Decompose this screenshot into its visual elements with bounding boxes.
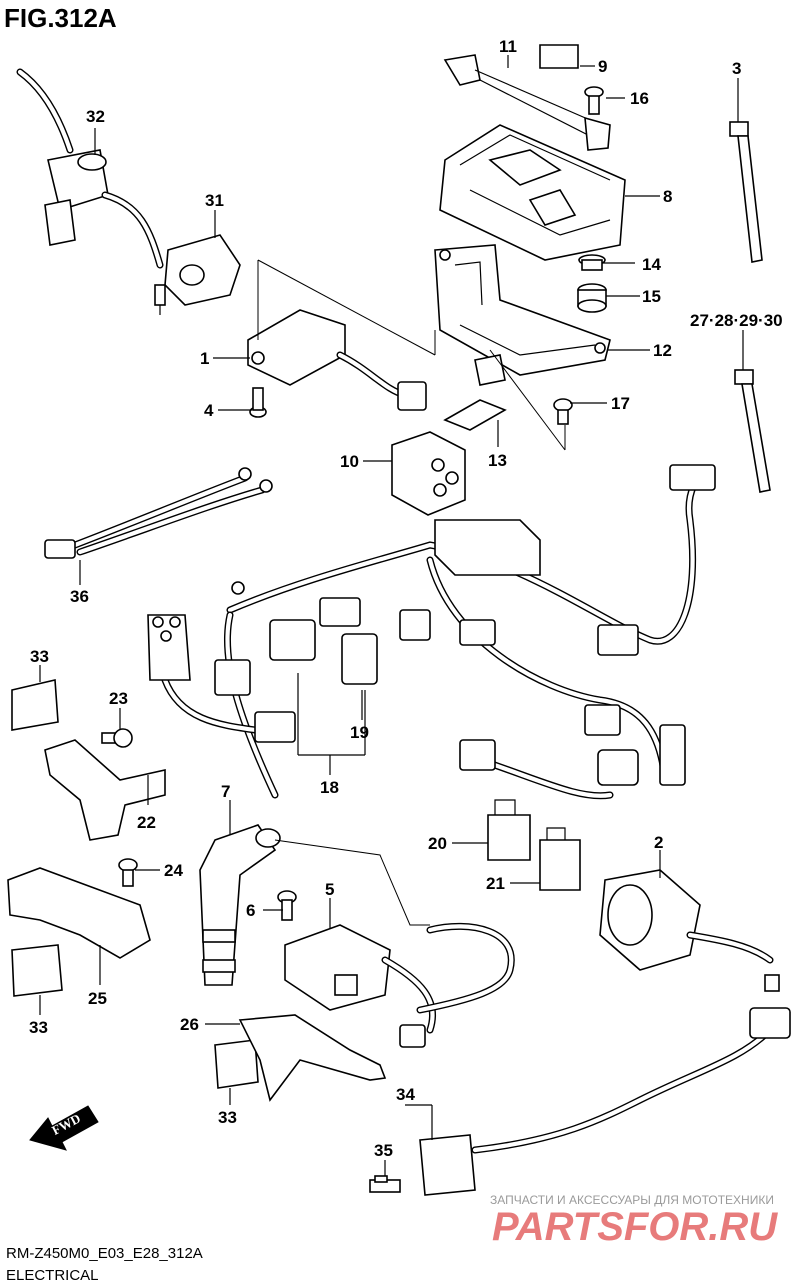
part-12-bracket	[434, 244, 611, 386]
figure-subtitle: ELECTRICAL	[6, 1267, 99, 1284]
callout-33-a: 33	[30, 647, 49, 666]
part-33-pad-b	[11, 944, 63, 997]
part-20-relay	[487, 799, 531, 861]
part-4-bolt	[249, 387, 267, 418]
part-3-cable-tie	[729, 121, 763, 263]
watermark-tagline: ЗАПЧАСТИ И АКСЕССУАРЫ ДЛЯ МОТОТЕХНИКИ	[490, 1193, 774, 1207]
part-8-ecm	[439, 124, 626, 261]
callout-14: 14	[642, 255, 661, 274]
callout-6: 6	[246, 901, 255, 920]
callout-26: 26	[180, 1015, 199, 1034]
figure-code: RM-Z450M0_E03_E28_312A	[6, 1245, 203, 1262]
part-22-bracket	[44, 739, 166, 841]
callout-33-b: 33	[29, 1018, 48, 1037]
part-6-bolt	[277, 890, 297, 921]
part-26-bracket	[238, 1014, 387, 1102]
part-35-fuse	[369, 1175, 401, 1193]
part-5-ignition-coil	[284, 922, 515, 1048]
callout-21: 21	[486, 874, 505, 893]
part-21-relay	[539, 827, 581, 891]
part-13-clip	[443, 399, 507, 431]
part-17-screw	[553, 398, 573, 425]
callout-16: 16	[630, 89, 649, 108]
part-2-sensor	[599, 869, 780, 992]
callout-3: 3	[732, 59, 741, 78]
callout-15: 15	[642, 287, 661, 306]
fwd-arrow-icon: FWD	[29, 1105, 99, 1151]
callouts: 32 31 11 9 16 3 8 14 15 27·28·29·30 12 1…	[29, 37, 783, 1160]
callout-5: 5	[325, 880, 334, 899]
callout-12: 12	[653, 341, 672, 360]
callout-32: 32	[86, 107, 105, 126]
part-32-kill-switch	[16, 68, 164, 269]
callout-2: 2	[654, 833, 663, 852]
callout-4: 4	[204, 401, 214, 420]
part-31-switch	[154, 234, 241, 315]
part-10-connector	[391, 431, 466, 516]
part-34-sub-harness	[419, 1007, 791, 1196]
part-14-grommet	[578, 254, 606, 271]
callout-19: 19	[350, 723, 369, 742]
callout-7: 7	[221, 782, 230, 801]
callout-27-30: 27·28·29·30	[690, 311, 783, 330]
callout-23: 23	[109, 689, 128, 708]
callout-13: 13	[488, 451, 507, 470]
callout-8: 8	[663, 187, 672, 206]
part-7-plug-cap	[199, 824, 281, 986]
part-18-wiring-harness	[147, 464, 716, 800]
callout-24: 24	[164, 861, 183, 880]
callout-9: 9	[598, 57, 607, 76]
callout-18: 18	[320, 778, 339, 797]
part-33-pad-a	[11, 679, 59, 731]
watermark-brand: PARTSFOR.RU	[492, 1205, 778, 1249]
part-16-bolt	[584, 86, 604, 115]
callout-31: 31	[205, 191, 224, 210]
part-1-relay	[247, 309, 427, 411]
callout-22: 22	[137, 813, 156, 832]
callout-10: 10	[340, 452, 359, 471]
part-36-lead-wire	[44, 467, 273, 559]
part-27-30-cable-tie	[734, 369, 771, 493]
part-15-cushion	[577, 283, 607, 313]
callout-36: 36	[70, 587, 89, 606]
part-11-strap	[443, 54, 611, 151]
part-24-bolt	[118, 858, 138, 887]
part-9-pad	[539, 44, 579, 69]
callout-20: 20	[428, 834, 447, 853]
callout-33-c: 33	[218, 1108, 237, 1127]
callout-17: 17	[611, 394, 630, 413]
callout-25: 25	[88, 989, 107, 1008]
figure-title: FIG.312A	[4, 3, 117, 33]
part-23-bolt	[101, 728, 133, 748]
part-33-pad-c	[214, 1039, 259, 1089]
callout-35: 35	[374, 1141, 393, 1160]
part-25-bracket	[7, 867, 151, 959]
callout-34: 34	[396, 1085, 415, 1104]
callout-11: 11	[499, 37, 517, 56]
leader-lines	[39, 55, 744, 1176]
callout-1: 1	[200, 349, 209, 368]
